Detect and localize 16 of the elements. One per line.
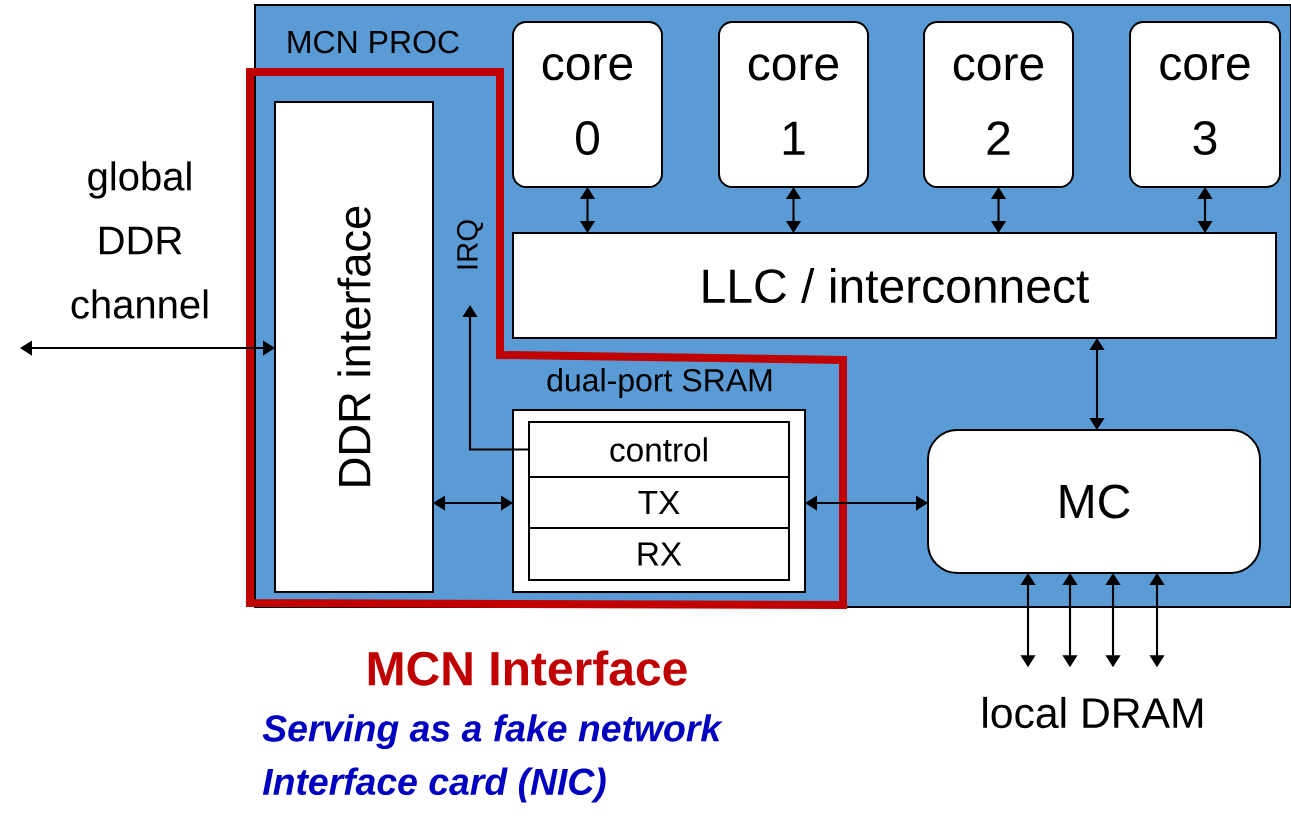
core-box: core 3 — [1129, 21, 1281, 188]
core-box: core 0 — [512, 21, 663, 188]
memory-label: local DRAM — [983, 696, 1203, 729]
buffer-row: control — [528, 421, 790, 478]
buffer-row: RX — [528, 527, 790, 581]
edge-label: global DDR channel — [71, 161, 208, 319]
heading: MCN Interface — [368, 650, 687, 686]
controller-box: MC — [927, 429, 1261, 574]
interface-box: DDR interface — [274, 101, 434, 593]
core-box: core 1 — [718, 21, 869, 188]
memory-label: dual-port SRAM — [547, 368, 772, 398]
buffer-row: TX — [528, 476, 790, 529]
interconnect-box: LLC / interconnect — [512, 232, 1277, 339]
edge-label: IRQ — [457, 220, 483, 269]
subtitle: Serving as a fake network Interface card (NIC) — [262, 714, 723, 803]
core-box: core 2 — [923, 21, 1074, 188]
